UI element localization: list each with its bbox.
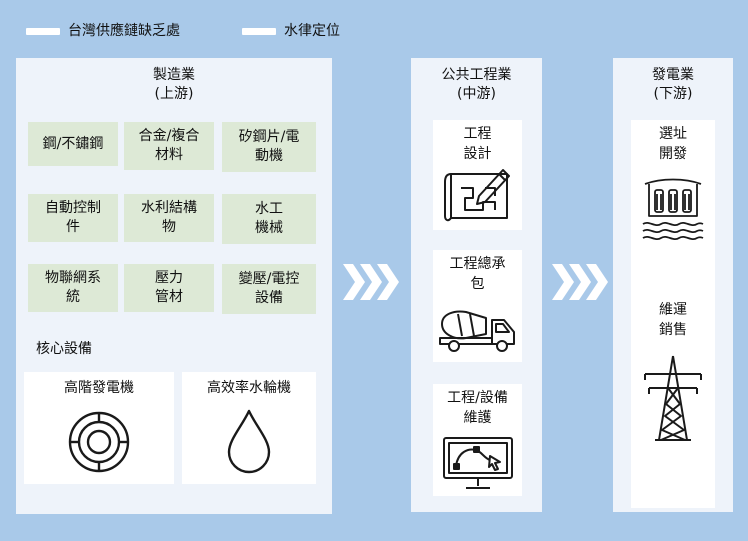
down-card-siting: 選址開發 bbox=[631, 120, 715, 306]
cell-alloy: 合金/複合材料 bbox=[124, 122, 214, 170]
down-card-operation-label: 維運銷售 bbox=[659, 302, 687, 338]
midstream-title: 公共工程業 (中游) bbox=[441, 67, 512, 102]
mid-card-epc: 工程總承包 bbox=[433, 250, 522, 362]
core-card-generator: 高階發電機 bbox=[24, 372, 174, 484]
generator-icon bbox=[68, 411, 130, 473]
legend-label-position: 水律定位 bbox=[284, 23, 340, 39]
flow-arrow-mid-to-down bbox=[552, 264, 608, 300]
dam-icon bbox=[642, 178, 704, 241]
core-card-turbine: 高效率水輪機 bbox=[182, 372, 316, 484]
mid-card-design: 工程設計 bbox=[433, 120, 522, 230]
mid-card-design-label: 工程設計 bbox=[463, 126, 492, 162]
cell-pressure-pipe: 壓力管材 bbox=[124, 264, 214, 312]
down-card-siting-label: 選址開發 bbox=[659, 126, 687, 162]
upstream-title: 製造業 (上游) bbox=[153, 67, 195, 102]
core-card-generator-label: 高階發電機 bbox=[64, 380, 134, 396]
water-drop-icon bbox=[227, 409, 271, 474]
core-card-turbine-label: 高效率水輪機 bbox=[207, 380, 291, 396]
mid-card-epc-label: 工程總承包 bbox=[449, 256, 506, 292]
power-tower-icon bbox=[644, 355, 702, 441]
cell-automation: 自動控制件 bbox=[28, 194, 118, 242]
cell-steel: 鋼/不鏽鋼 bbox=[28, 122, 118, 166]
flow-arrow-up-to-mid bbox=[343, 264, 399, 300]
downstream-panel: 發電業 (下游) 選址開發 維運銷售 bbox=[613, 58, 733, 512]
monitor-design-icon bbox=[443, 437, 513, 489]
cell-hydraulic-machinery: 水工機械 bbox=[222, 194, 316, 244]
cell-silicon-steel: 矽鋼片/電動機 bbox=[222, 122, 316, 172]
legend-swatch-gap bbox=[26, 28, 60, 35]
core-equipment-label: 核心設備 bbox=[36, 341, 92, 357]
upstream-panel: 製造業 (上游) 鋼/不鏽鋼 合金/複合材料 矽鋼片/電動機 自動控制件 水利結… bbox=[16, 58, 332, 514]
cell-iot: 物聯網系統 bbox=[28, 264, 118, 312]
downstream-title: 發電業 (下游) bbox=[652, 67, 694, 102]
down-card-operation: 維運銷售 bbox=[631, 296, 715, 508]
concrete-mixer-truck-icon bbox=[439, 310, 515, 352]
mid-card-maintenance-label: 工程/設備維護 bbox=[447, 390, 508, 426]
legend-label-gap: 台灣供應鏈缺乏處 bbox=[68, 23, 180, 39]
cell-transformer: 變壓/電控設備 bbox=[222, 264, 316, 314]
midstream-panel: 公共工程業 (中游) 工程設計 工程總承包 bbox=[411, 58, 542, 512]
cell-hydraulic-structure: 水利結構物 bbox=[124, 194, 214, 242]
blueprint-pencil-icon bbox=[444, 169, 510, 222]
mid-card-maintenance: 工程/設備維護 bbox=[433, 384, 522, 496]
legend-swatch-position bbox=[242, 28, 276, 35]
